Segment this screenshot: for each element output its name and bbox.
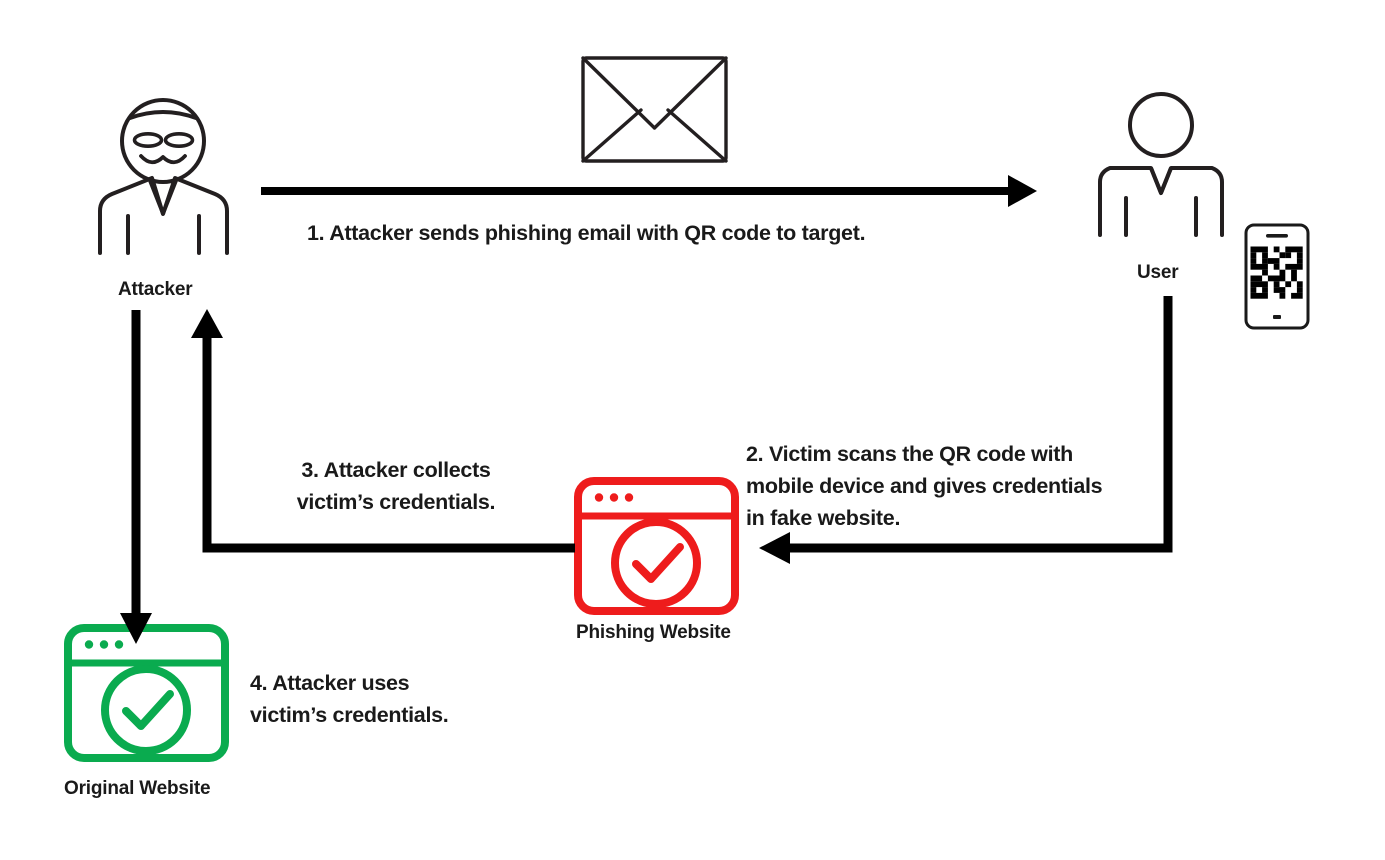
arrow-user-to-phishing [759,296,1173,564]
arrow-attacker-to-original [120,310,152,644]
arrow-phishing-to-attacker [191,309,575,553]
phishing-website-icon [574,477,739,615]
envelope-icon [581,56,728,163]
step-1-text: 1. Attacker sends phishing email with QR… [307,221,866,245]
phishing-website-label: Phishing Website [576,622,731,643]
step-3-text: 3. Attacker collects victim’s credential… [296,458,496,514]
qr-modules [1250,246,1303,299]
smartphone-qr-code-icon [1244,223,1310,330]
original-website-label: Original Website [64,778,211,799]
attacker-person-icon [98,98,229,255]
user-label: User [1137,262,1179,283]
step-4-text: 4. Attacker uses victim’s credentials. [250,671,449,727]
attacker-label: Attacker [118,279,193,300]
step-2-text: 2. Victim scans the QR code with mobile … [746,442,1103,530]
arrow-attacker-to-user [261,175,1037,207]
original-website-icon [64,624,229,762]
user-person-icon [1098,92,1224,237]
